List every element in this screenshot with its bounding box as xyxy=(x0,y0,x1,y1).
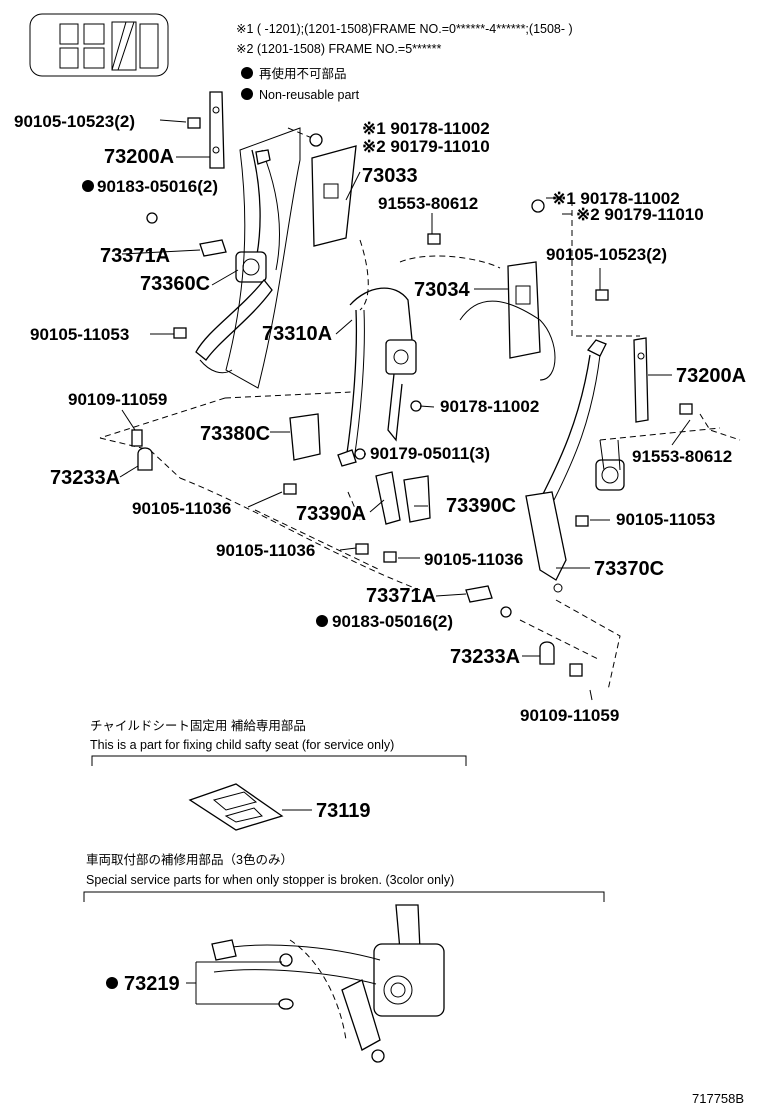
part-label-p13: 90105-11036 xyxy=(216,541,315,560)
vehicle-seat-layout-icon xyxy=(29,13,169,77)
frame-note-2: ※2 (1201-1508) FRAME NO.=5****** xyxy=(236,42,441,56)
stopper-note-jp: 車両取付部の補修用部品（3色のみ） xyxy=(86,852,293,867)
right-retractor-assembly xyxy=(131,199,741,691)
part-label-p1: 90105-10523(2) xyxy=(14,112,135,131)
child-seat-anchor-part xyxy=(188,783,284,831)
child-seat-bracket-line xyxy=(91,755,467,766)
legend-japanese: 再使用不可部品 xyxy=(259,66,347,81)
part-label-p31: 73370C xyxy=(594,558,664,580)
child-seat-note-en: This is a part for fixing child safty se… xyxy=(90,738,394,752)
child-seat-note-jp: チャイルドシート固定用 補給専用部品 xyxy=(90,718,306,733)
part-label-p7: 73310A xyxy=(262,323,332,345)
left-retractor-assembly xyxy=(99,91,353,451)
part-label-p23: 73390C xyxy=(446,495,516,517)
part-label-p6: 90105-11053 xyxy=(30,325,129,344)
part-label-p22: 90179-05011(3) xyxy=(370,444,490,463)
part-label-p19: 91553-80612 xyxy=(378,194,478,213)
frame-note-1: ※1 ( -1201);(1201-1508)FRAME NO.=0******… xyxy=(236,22,573,36)
part-label-p18: 73033 xyxy=(362,165,418,187)
part-label-p4: 73371A xyxy=(100,245,170,267)
non-reusable-dot-3 xyxy=(106,977,118,989)
part-label-p14: 73371A xyxy=(366,585,436,607)
legend-english: Non-reusable part xyxy=(259,88,360,102)
part-label-73219: 73219 xyxy=(124,973,180,995)
part-label-p28: 73200A xyxy=(676,365,746,387)
part-label-p30: 90105-11053 xyxy=(616,510,715,529)
part-label-p12: 73390A xyxy=(296,503,366,525)
part-label-p21: 90178-11002 xyxy=(440,397,539,416)
part-label-p27: 90105-10523(2) xyxy=(546,245,667,264)
part-label-p5: 73360C xyxy=(140,273,210,295)
stopper-retractor-illustration xyxy=(211,904,445,1063)
legend-dot-jp xyxy=(241,67,253,79)
legend-dot-en xyxy=(241,88,253,100)
part-label-p8: 90109-11059 xyxy=(68,390,167,409)
part-label-p2: 73200A xyxy=(104,146,174,168)
part-label-p17: ※2 90179-11010 xyxy=(362,137,490,156)
part-label-p24: 90105-11036 xyxy=(424,550,523,569)
part-label-73119: 73119 xyxy=(316,800,371,822)
part-label-p20: 73034 xyxy=(414,279,470,301)
stopper-note-en: Special service parts for when only stop… xyxy=(86,873,454,887)
part-label-p11: 90105-11036 xyxy=(132,499,231,518)
non-reusable-dot-1 xyxy=(82,180,94,192)
part-label-p26: ※2 90179-11010 xyxy=(576,205,704,224)
part-label-p3: 90183-05016(2) xyxy=(97,177,218,196)
part-label-p16: ※1 90178-11002 xyxy=(362,119,490,138)
part-label-p25: ※1 90178-11002 xyxy=(552,189,680,208)
center-assembly xyxy=(149,133,556,618)
part-label-p9: 73380C xyxy=(200,423,270,445)
leader-73219 xyxy=(186,961,282,1005)
part-label-p29: 91553-80612 xyxy=(632,447,732,466)
part-label-p15: 90183-05016(2) xyxy=(332,612,453,631)
stopper-bracket-line xyxy=(83,891,605,902)
leader-lines xyxy=(119,119,691,701)
diagram-code: 717758B xyxy=(692,1091,744,1106)
non-reusable-dot-2 xyxy=(316,615,328,627)
part-label-p33: 90109-11059 xyxy=(520,706,619,725)
part-label-p10: 73233A xyxy=(50,467,120,489)
part-label-p32: 73233A xyxy=(450,646,520,668)
